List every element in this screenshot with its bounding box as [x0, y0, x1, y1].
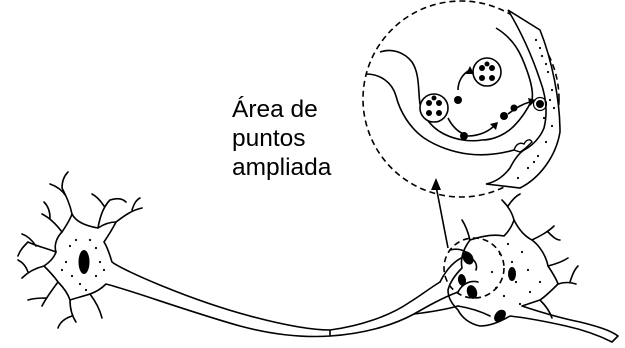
zoom-arrow	[431, 178, 449, 249]
vesicle-lower	[419, 93, 449, 123]
right-nucleus	[508, 267, 516, 281]
label-line-2: puntos	[232, 125, 306, 152]
label-line-3: ampliada	[232, 154, 332, 181]
right-dendrites	[461, 193, 579, 319]
left-nucleus	[78, 250, 90, 274]
left-stipples	[60, 238, 106, 292]
magnified-view	[362, 0, 561, 198]
arrow-heads	[466, 66, 536, 130]
axon-fibers	[329, 281, 459, 337]
left-dendrites	[17, 171, 143, 329]
right-neuron	[439, 193, 619, 343]
postsynaptic-membrane	[485, 9, 561, 189]
left-neuron	[17, 171, 331, 338]
large-dashed-circle	[362, 0, 560, 198]
left-cell-body	[43, 213, 331, 338]
label-line-1: Área de	[232, 96, 318, 123]
free-vesicles	[454, 96, 548, 140]
vesicle-upper	[472, 57, 502, 87]
small-dashed-circle	[443, 237, 505, 299]
magnified-area-label: Área de puntos ampliada	[232, 95, 331, 182]
right-cell-body	[447, 219, 619, 343]
membrane-stipples	[516, 38, 556, 180]
receptor-bumps	[513, 139, 533, 153]
presynaptic-terminal	[365, 27, 534, 156]
terminal-boutons	[457, 251, 506, 323]
